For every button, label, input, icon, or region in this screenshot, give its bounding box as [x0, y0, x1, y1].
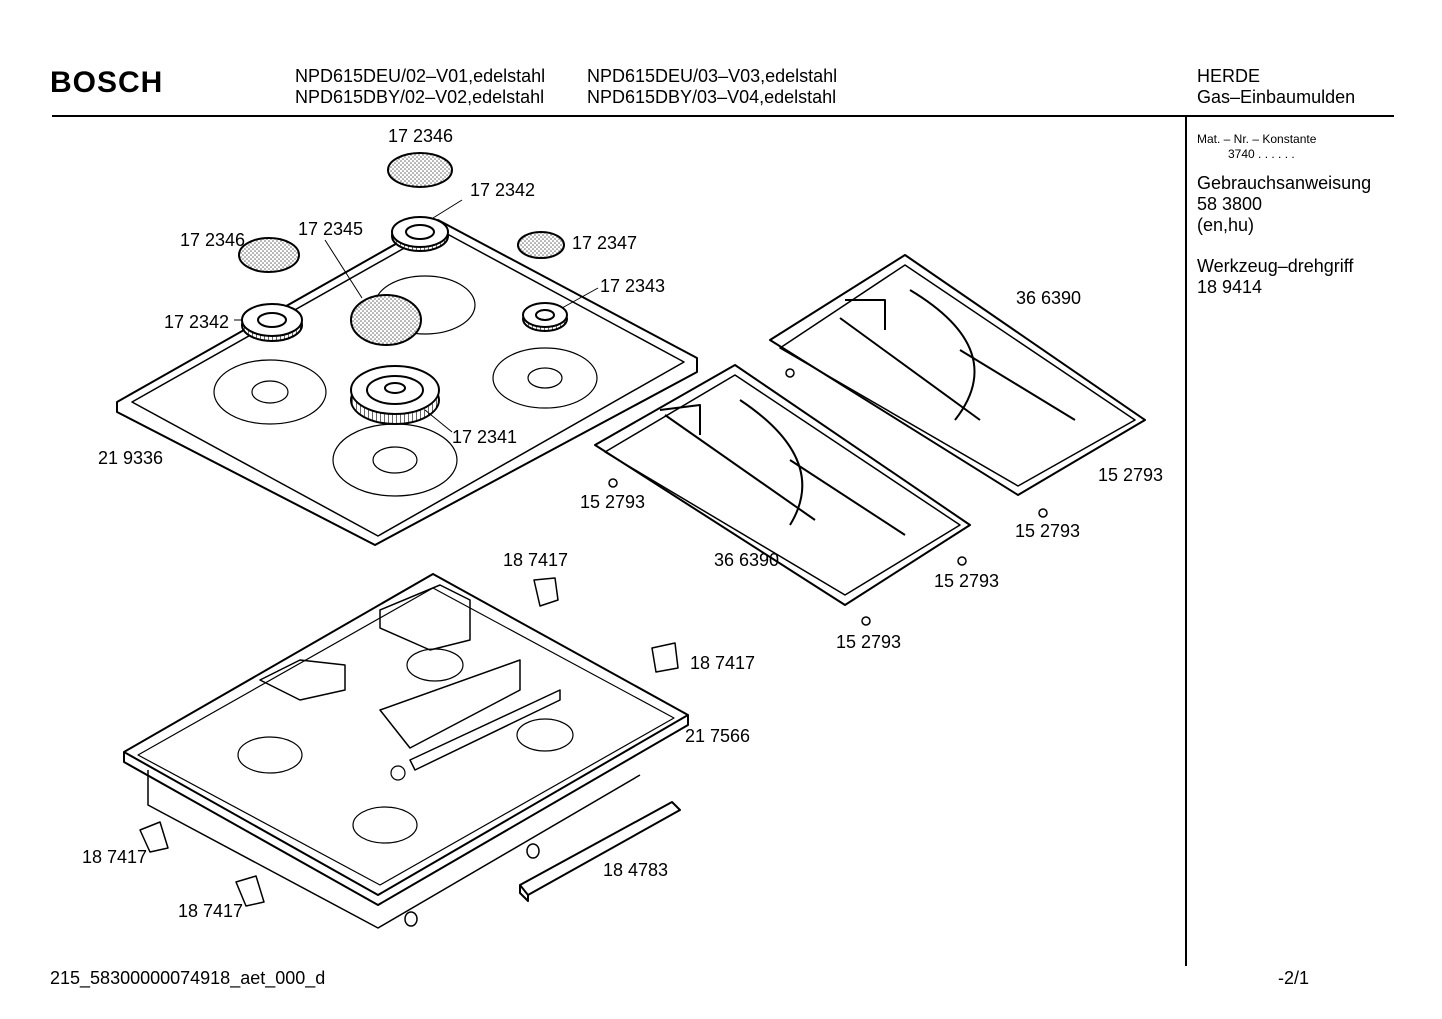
burner-heads: [241, 216, 568, 425]
part-label-cap-center: 17 2345: [298, 219, 364, 239]
model-list-1: NPD615DEU/02–V01,edelstahl NPD615DBY/02–…: [295, 66, 545, 108]
part-label-clip: 18 7417: [178, 901, 244, 921]
part-label-burner-wok: 17 2341: [452, 427, 518, 447]
grate-feet: [608, 368, 1048, 626]
category: HERDE Gas–Einbaumulden: [1197, 66, 1355, 108]
model-list-2: NPD615DEU/03–V03,edelstahl NPD615DBY/03–…: [587, 66, 837, 108]
part-label-hob-top: 21 9336: [98, 448, 164, 468]
tool-title: Werkzeug–drehgriff: [1197, 256, 1354, 276]
part-label-burner-left: 17 2342: [164, 312, 230, 332]
part-label-clip: 18 7417: [690, 653, 756, 673]
mat-nr-label: Mat. – Nr. – Konstante: [1197, 132, 1317, 146]
manual-info: Gebrauchsanweisung 58 3800 (en,hu): [1197, 173, 1371, 236]
part-label-foot: 15 2793: [1098, 465, 1164, 485]
mat-nr-value: 3740 . . . . . .: [1228, 147, 1295, 161]
part-label-burner-top: 17 2342: [470, 180, 536, 200]
sidebar-divider: [1185, 116, 1187, 966]
tool-info: Werkzeug–drehgriff 18 9414: [1197, 256, 1353, 298]
part-label-foot: 15 2793: [580, 492, 646, 512]
part-label-seal-strip: 18 4783: [603, 860, 669, 880]
part-label-foot: 15 2793: [1015, 521, 1081, 541]
header-divider: [52, 115, 1394, 117]
category-main: HERDE: [1197, 66, 1261, 86]
part-label-cap-right: 17 2347: [572, 233, 638, 253]
burner-caps: [238, 152, 565, 346]
grate-right: [769, 254, 1146, 496]
part-label-cap-top: 17 2346: [388, 126, 454, 146]
tray-feet: [404, 843, 540, 927]
part-label-foot: 15 2793: [836, 632, 902, 652]
seal-strip: [519, 801, 681, 902]
page-number: -2/1: [1278, 968, 1310, 988]
manual-title: Gebrauchsanweisung: [1197, 173, 1372, 193]
base-tray: [123, 573, 689, 929]
category-sub: Gas–Einbaumulden: [1197, 87, 1356, 107]
part-label-burner-small: 17 2343: [600, 276, 666, 296]
part-label-grate-right: 36 6390: [1016, 288, 1082, 308]
model-item: NPD615DBY/03–V04,edelstahl: [587, 87, 837, 107]
tool-number: 18 9414: [1197, 277, 1263, 297]
leader-lines: [234, 199, 599, 433]
model-item: NPD615DBY/02–V02,edelstahl: [295, 87, 545, 107]
part-label-foot: 15 2793: [934, 571, 1000, 591]
part-label-grate-left: 36 6390: [714, 550, 780, 570]
part-label-cap-left: 17 2346: [180, 230, 246, 250]
part-label-clip: 18 7417: [503, 550, 569, 570]
mounting-clips: [139, 577, 679, 907]
drawing-id: 215_58300000074918_aet_000_d: [50, 968, 326, 988]
brand-logo: BOSCH: [50, 66, 164, 99]
model-item: NPD615DEU/02–V01,edelstahl: [295, 66, 546, 86]
manual-number: 58 3800: [1197, 194, 1263, 214]
manual-languages: (en,hu): [1197, 215, 1255, 235]
part-label-clip: 18 7417: [82, 847, 148, 867]
grate-left: [594, 364, 971, 606]
model-item: NPD615DEU/03–V03,edelstahl: [587, 66, 838, 86]
part-label-base-tray: 21 7566: [685, 726, 751, 746]
